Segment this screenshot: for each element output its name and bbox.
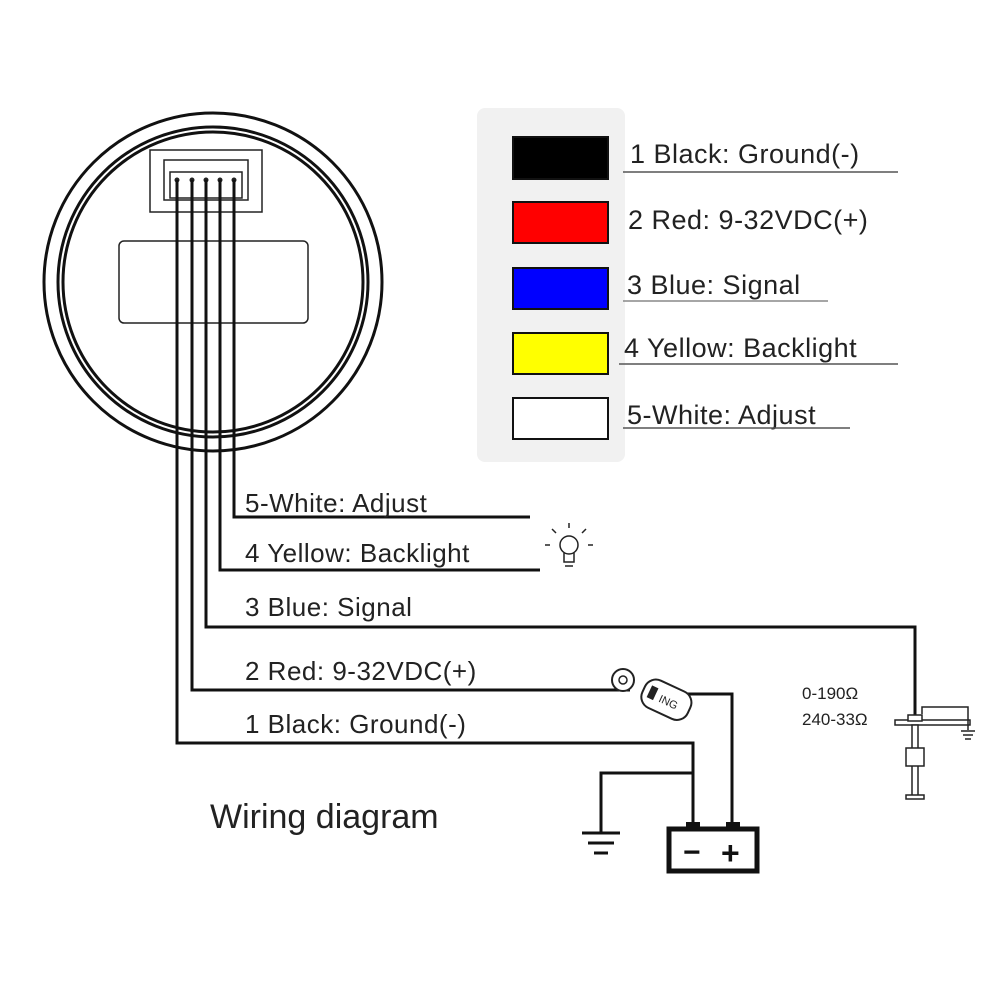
legend-label-white: 5-White: Adjust: [627, 400, 816, 430]
legend-label-black: 1 Black: Ground(-): [630, 139, 860, 169]
swatch-blue: [512, 267, 609, 310]
swatch-white: [512, 397, 609, 440]
wire-label-red: 2 Red: 9-32VDC(+): [245, 656, 477, 686]
swatch-black: [512, 136, 609, 180]
battery-icon: − +: [666, 822, 760, 874]
diagram-title: Wiring diagram: [210, 798, 439, 836]
wire-label-blue: 3 Blue: Signal: [245, 592, 412, 622]
ground-icon: [582, 831, 620, 855]
legend-label-yellow: 4 Yellow: Backlight: [624, 333, 857, 363]
light-bulb-icon: [545, 523, 593, 567]
color-legend: 1 Black: Ground(-) 2 Red: 9-32VDC(+) 3 B…: [477, 108, 898, 462]
wire-white: [232, 180, 530, 519]
wire-blue: [204, 180, 917, 720]
wire-label-black: 1 Black: Ground(-): [245, 709, 466, 739]
sensor-range-2: 240-33Ω: [802, 710, 868, 729]
wire-red: [190, 180, 630, 692]
sensor-range-1: 0-190Ω: [802, 684, 858, 703]
label-plate: [118, 240, 309, 324]
sensor-ground-icon: [961, 730, 975, 740]
gauge-rear-view: [42, 111, 384, 453]
ignition-switch-icon: ING: [611, 668, 693, 721]
swatch-red: [512, 201, 609, 244]
wire-label-white: 5-White: Adjust: [245, 488, 428, 518]
legend-label-red: 2 Red: 9-32VDC(+): [628, 205, 868, 235]
legend-label-blue: 3 Blue: Signal: [627, 270, 801, 300]
wire-black: [175, 180, 695, 822]
swatch-yellow: [512, 332, 609, 375]
wire-red-to-battery: [680, 692, 734, 822]
wire-label-yellow: 4 Yellow: Backlight: [245, 538, 470, 568]
wire-yellow: [218, 180, 540, 572]
battery-minus: −: [683, 836, 701, 869]
level-sensor-icon: [894, 706, 975, 800]
battery-plus: +: [721, 835, 740, 871]
wire-ground-branch: [599, 771, 693, 832]
